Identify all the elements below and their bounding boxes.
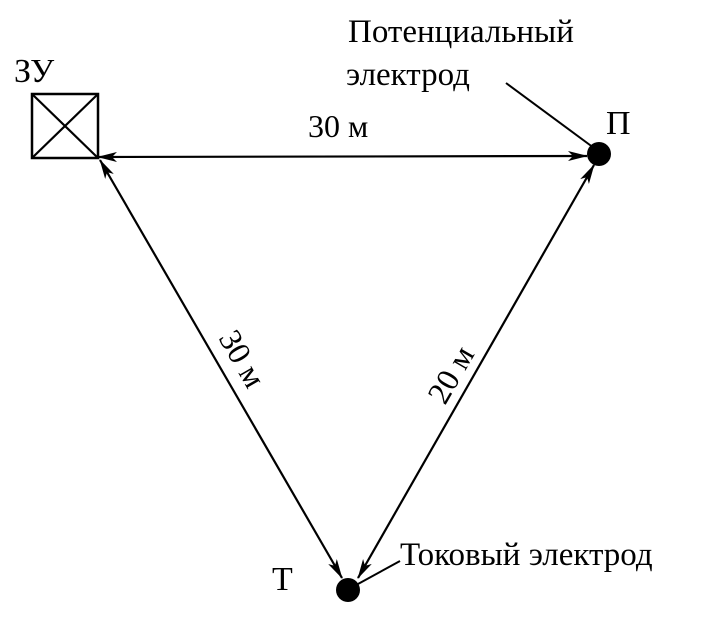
current-electrode-leader xyxy=(357,560,401,585)
current-electrode-dot xyxy=(336,578,360,602)
distance-zu-to-t: 30 м xyxy=(212,324,273,394)
current-electrode-caption: Токовый электрод xyxy=(400,537,653,573)
potential-point-label: П xyxy=(606,105,631,142)
grounding-device-label: ЗУ xyxy=(14,53,55,90)
potential-electrode-caption-line2: электрод xyxy=(346,57,470,93)
distance-zu-to-p: 30 м xyxy=(308,108,368,144)
grounding-device-symbol xyxy=(30,92,100,160)
potential-electrode-caption-line1: Потенциальный xyxy=(348,14,574,50)
potential-electrode-leader xyxy=(505,82,595,149)
current-point-label: Т xyxy=(272,561,293,598)
arrow-zu-to-t xyxy=(99,159,343,579)
arrow-zu-to-p xyxy=(97,151,588,162)
arrow-t-to-p xyxy=(357,164,595,579)
distance-t-to-p: 20 м xyxy=(420,339,481,409)
